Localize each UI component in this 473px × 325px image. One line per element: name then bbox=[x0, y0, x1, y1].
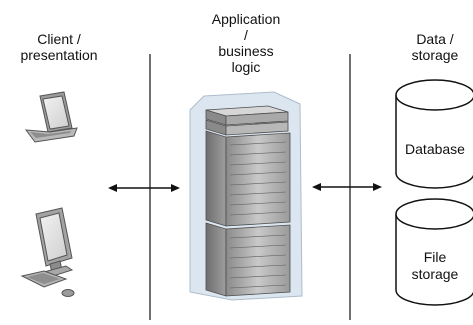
database-label: Database bbox=[393, 141, 473, 158]
application-tier-label: Application / business logic bbox=[188, 11, 304, 75]
file-storage-label-line: storage bbox=[411, 266, 459, 282]
application-tier-label-line: business bbox=[218, 43, 274, 59]
file-storage-label-line: File bbox=[423, 249, 447, 265]
laptop-icon bbox=[24, 91, 78, 143]
data-tier-label-line: storage bbox=[411, 47, 459, 63]
client-tier-label-line: presentation bbox=[20, 47, 98, 63]
application-tier-label-line: Application bbox=[211, 11, 281, 27]
client-tier-label: Client / presentation bbox=[0, 31, 118, 63]
application-tier-label-line: / bbox=[244, 27, 248, 43]
desktop-computer-icon bbox=[20, 207, 75, 297]
app-data-arrow bbox=[312, 183, 382, 191]
data-tier-label-line: Data / bbox=[416, 31, 454, 47]
file-storage-cylinder-icon bbox=[395, 198, 473, 306]
file-storage-label: File storage bbox=[393, 249, 473, 283]
database-label-line: Database bbox=[405, 141, 465, 157]
data-tier-label: Data / storage bbox=[397, 31, 473, 63]
application-tier-label-line: logic bbox=[231, 59, 261, 75]
client-tier-label-line: Client / bbox=[37, 31, 81, 47]
server-rack-icon bbox=[189, 91, 303, 301]
database-cylinder-icon bbox=[395, 79, 473, 189]
client-app-arrow bbox=[108, 184, 180, 192]
